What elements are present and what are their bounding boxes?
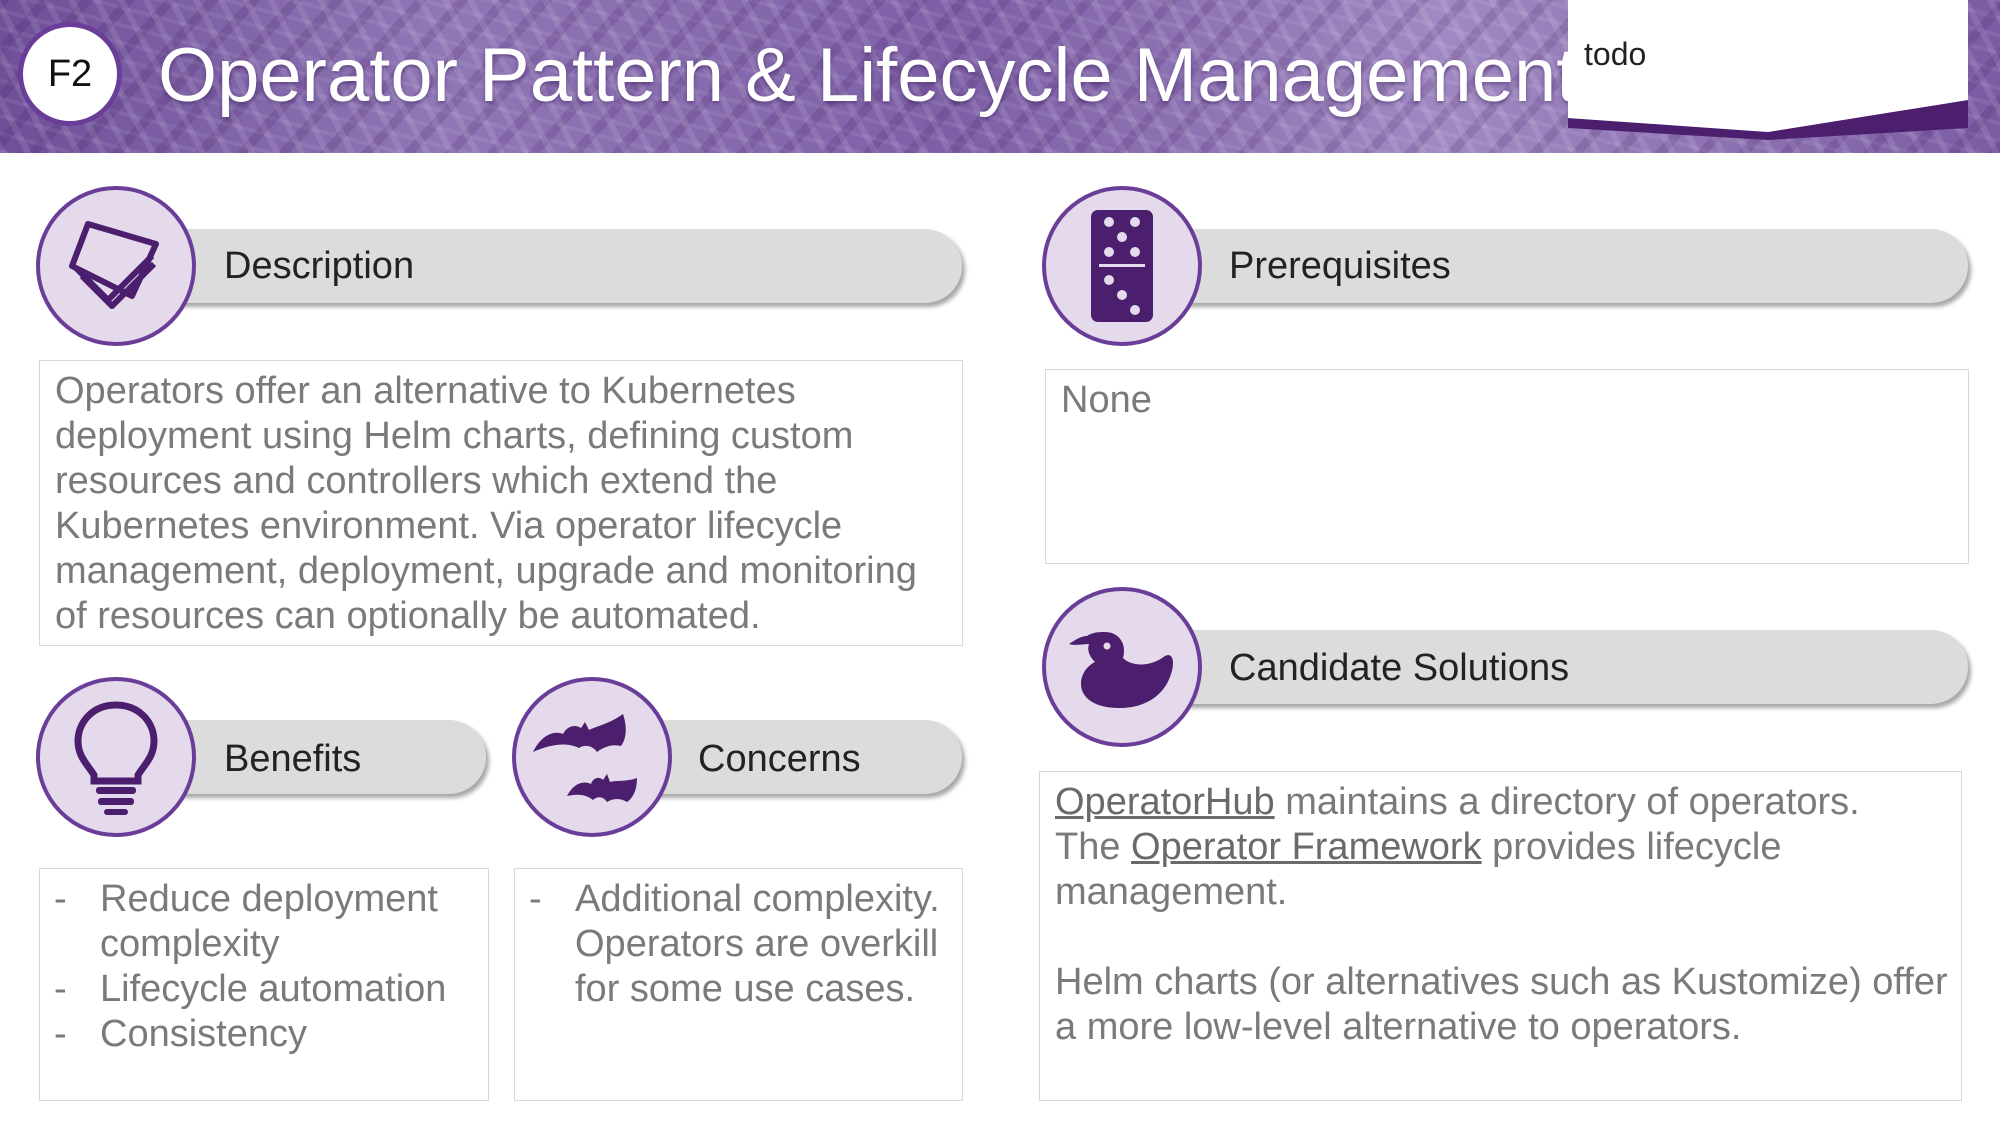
benefits-icon-circle (36, 677, 196, 837)
concerns-box: Additional complexity. Operators are ove… (514, 868, 963, 1101)
concerns-list: Additional complexity. Operators are ove… (529, 877, 949, 1012)
candidate-solutions-icon-circle (1042, 587, 1202, 747)
solutions-text: maintains a directory of operators. (1274, 781, 1860, 823)
concerns-label: Concerns (698, 738, 861, 780)
concern-item: Additional complexity. Operators are ove… (529, 877, 949, 1012)
operator-framework-link[interactable]: Operator Framework (1131, 826, 1482, 868)
candidate-solutions-para1: OperatorHub maintains a directory of ope… (1055, 780, 1950, 915)
candidate-solutions-label: Candidate Solutions (1229, 647, 1570, 689)
prerequisites-icon-circle (1042, 186, 1202, 346)
candidate-solutions-box: OperatorHub maintains a directory of ope… (1039, 771, 1962, 1101)
benefits-list: Reduce deployment complexity Lifecycle a… (54, 877, 474, 1057)
description-icon-circle (36, 186, 196, 346)
stacked-papers-icon (69, 221, 159, 309)
page-title: Operator Pattern & Lifecycle Management (158, 33, 1578, 118)
description-pill (110, 229, 962, 303)
prerequisites-pill (1116, 229, 1968, 303)
prerequisites-text: None (1061, 379, 1152, 421)
solutions-text: provides lifecycle management. (1055, 826, 1782, 913)
candidate-solutions-pill (1116, 630, 1968, 704)
description-text: Operators offer an alternative to Kubern… (55, 370, 917, 637)
bats-icon (533, 714, 637, 802)
todo-note: todo (1568, 0, 1968, 140)
solutions-text: The (1055, 826, 1132, 868)
description-box: Operators offer an alternative to Kubern… (39, 360, 963, 646)
domino-icon (1091, 210, 1153, 322)
candidate-solutions-para2: Helm charts (or alternatives such as Kus… (1055, 961, 1948, 1048)
slide-badge: F2 (18, 22, 122, 126)
concerns-icon-circle (512, 677, 672, 837)
note-shape (1568, 0, 1968, 140)
benefits-label: Benefits (224, 738, 362, 780)
operatorhub-link[interactable]: OperatorHub (1055, 781, 1275, 823)
rubber-duck-icon (1069, 632, 1173, 708)
benefit-item: Lifecycle automation (54, 967, 474, 1012)
note-text: todo (1584, 36, 1647, 72)
prerequisites-box: None (1045, 369, 1969, 564)
benefit-item: Reduce deployment complexity (54, 877, 474, 967)
benefit-item: Consistency (54, 1012, 474, 1057)
lightbulb-icon (74, 701, 158, 815)
description-label: Description (224, 245, 415, 287)
benefits-box: Reduce deployment complexity Lifecycle a… (39, 868, 489, 1101)
prerequisites-label: Prerequisites (1229, 245, 1451, 287)
